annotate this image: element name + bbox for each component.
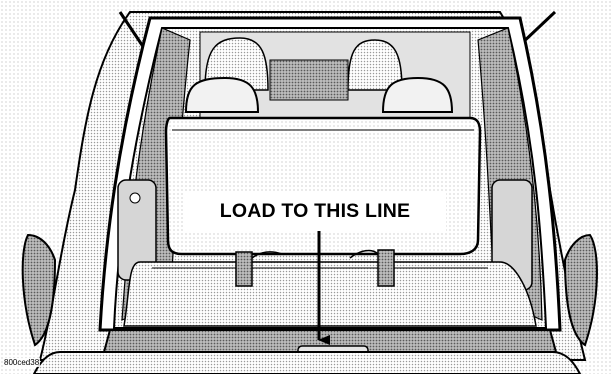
rear-seat-back [166,118,480,254]
left-seat-latch [236,252,252,286]
right-seat-latch [378,250,394,286]
load-to-this-line-label: LOAD TO THIS LINE [184,191,446,231]
rear-bumper [34,352,580,374]
headrest-left [186,78,258,112]
cargo-floor [124,262,536,326]
dashboard-area [270,60,348,100]
left-cup-holder [130,193,140,203]
headrest-right [383,78,452,112]
figure-code-label: 800ced38 [3,358,40,367]
